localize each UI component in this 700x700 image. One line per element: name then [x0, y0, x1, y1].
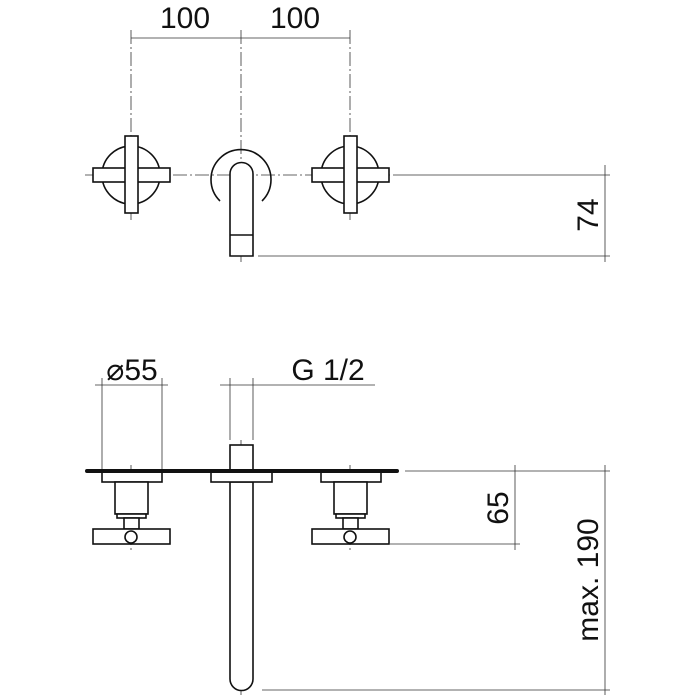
- dim-thread: G 1/2: [291, 354, 364, 387]
- dim-spacing-right: 100: [270, 2, 320, 35]
- right-handle-top: [311, 135, 390, 214]
- dim-max-length: max. 190: [572, 518, 605, 641]
- dim-height-top: 74: [572, 198, 605, 231]
- side-view: ⌀55 G 1/2 65 max. 190: [85, 354, 610, 695]
- dim-diameter: ⌀55: [106, 354, 157, 387]
- dim-depth: 65: [482, 491, 515, 524]
- dim-spacing-left: 100: [160, 2, 210, 35]
- right-valve-side: [311, 471, 390, 545]
- left-valve-side: [92, 471, 171, 545]
- left-handle-top: [92, 135, 171, 214]
- top-view: 100 100 74: [85, 2, 610, 262]
- spout-top: [210, 148, 272, 257]
- spout-side: [210, 444, 273, 692]
